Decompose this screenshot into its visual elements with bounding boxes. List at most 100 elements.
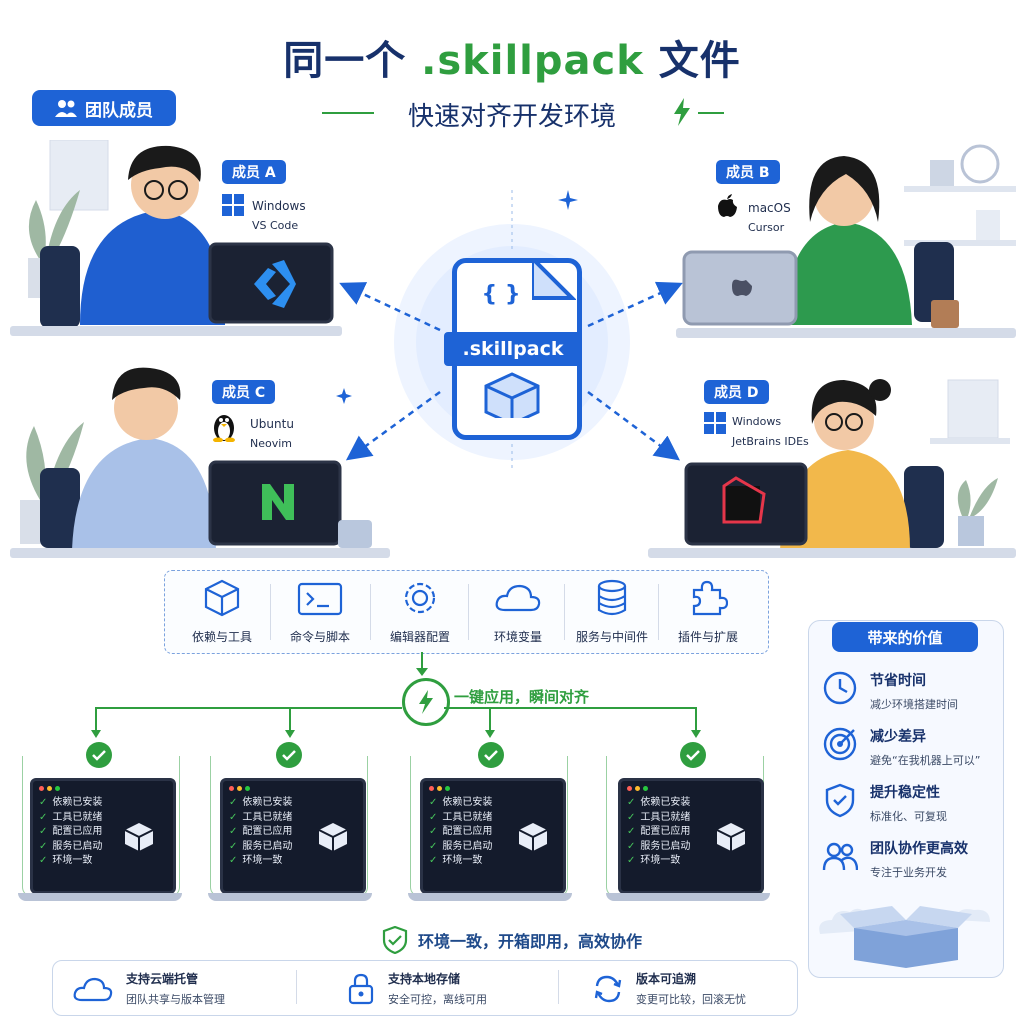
value-item-title: 节省时间 — [870, 673, 926, 689]
checklist-item: ✓工具已就绪 — [429, 811, 493, 823]
value-item-desc: 专注于业务开发 — [870, 866, 947, 879]
apply-caption: 一键应用，瞬间对齐 — [454, 688, 590, 706]
title-prefix: 同一个 — [283, 38, 422, 84]
bottom-statement-text: 环境一致，开箱即用，高效协作 — [417, 932, 642, 951]
team-members-badge: 团队成员 — [32, 90, 176, 126]
value-item-time: 节省时间减少环境搭建时间 — [822, 670, 958, 712]
lock-icon — [348, 973, 374, 1004]
member-d-os: Windows — [732, 415, 782, 428]
member-a-os: Windows — [252, 199, 306, 213]
team-badge-label: 团队成员 — [85, 100, 153, 121]
bottom-features-bar — [52, 960, 798, 1016]
linux-penguin-icon — [213, 415, 235, 442]
box-icon — [204, 579, 240, 617]
checklist-item: ✓工具已就绪 — [39, 811, 103, 823]
member-c-scene — [10, 367, 390, 558]
feature-editor-config: 编辑器配置 — [372, 578, 468, 645]
code-braces: { } — [481, 282, 521, 307]
feature-label: 命令与脚本 — [289, 630, 350, 644]
value-panel-title: 带来的价值 — [832, 622, 978, 652]
apple-icon — [718, 194, 737, 217]
checklist-item: ✓依赖已安装 — [627, 797, 691, 808]
apply-branches — [91, 707, 701, 738]
feature-label: 服务与中间件 — [575, 630, 648, 644]
refresh-icon — [594, 975, 622, 1002]
member-d-editor: JetBrains IDEs — [732, 435, 809, 448]
member-b-tag: 成员 B — [716, 160, 780, 184]
windows-icon — [222, 194, 244, 216]
bottom-item-title: 版本可追溯 — [636, 972, 697, 986]
file-corner-fold — [532, 258, 576, 300]
member-b-scene — [676, 144, 1016, 338]
title-suffix: 文件 — [643, 38, 741, 84]
feature-services: 服务与中间件 — [564, 578, 660, 645]
checklist-item: ✓服务已启动 — [627, 840, 691, 852]
terminal-icon — [297, 582, 343, 616]
member-d-scene — [648, 379, 1016, 558]
skillpack-label: .skillpack — [444, 332, 582, 366]
team-icon — [55, 100, 77, 117]
title-accent: .skillpack — [421, 38, 644, 84]
bottom-item-cloud: 支持云端托管团队共享与版本管理 — [72, 970, 225, 1007]
clock-icon — [823, 671, 857, 705]
laptop-base — [606, 893, 770, 901]
bottom-item-version: 版本可追溯变更可比较，回滚无忧 — [592, 970, 746, 1007]
member-d-tag: 成员 D — [704, 380, 769, 404]
feature-label: 插件与扩展 — [677, 630, 738, 644]
checklist-item: ✓依赖已安装 — [429, 797, 493, 808]
package-box-icon — [716, 823, 746, 851]
result-laptop-screen: ✓依赖已安装 ✓工具已就绪 ✓配置已应用 ✓服务已启动 ✓环境一致 — [420, 778, 566, 894]
check-icon — [86, 742, 112, 768]
result-laptop-screen: ✓依赖已安装 ✓工具已就绪 ✓配置已应用 ✓服务已启动 ✓环境一致 — [30, 778, 176, 894]
page-title: 同一个 .skillpack 文件 — [0, 28, 1024, 86]
feature-plugins: 插件与扩展 — [660, 578, 756, 645]
feature-divider — [564, 584, 565, 640]
check-icon — [478, 742, 504, 768]
skillpack-contents — [164, 570, 769, 654]
package-box-icon — [518, 823, 548, 851]
feature-label: 环境变量 — [493, 630, 542, 644]
bottom-item-title: 支持云端托管 — [126, 972, 199, 986]
value-item-desc: 避免“在我机器上可以” — [870, 754, 981, 767]
feature-commands: 命令与脚本 — [272, 578, 368, 645]
cloud-icon — [73, 977, 113, 1001]
laptop-base — [208, 893, 372, 901]
value-item-diff: 减少差异避免“在我机器上可以” — [822, 726, 980, 768]
checklist-item: ✓配置已应用 — [429, 826, 493, 837]
apply-button[interactable] — [402, 678, 450, 726]
value-item-title: 减少差异 — [870, 729, 926, 745]
feature-label: 编辑器配置 — [389, 630, 450, 644]
checklist-item: ✓工具已就绪 — [627, 811, 691, 823]
check-icon — [276, 742, 302, 768]
package-box-icon — [484, 372, 540, 418]
checklist-item: ✓服务已启动 — [229, 840, 293, 852]
member-b-os: macOS — [748, 201, 791, 215]
laptop-base — [18, 893, 182, 901]
feature-label: 依赖与工具 — [191, 630, 252, 644]
feature-dependencies: 依赖与工具 — [174, 578, 270, 645]
subtitle-line-left — [322, 112, 374, 114]
bottom-item-desc: 安全可控，离线可用 — [388, 993, 487, 1006]
checklist-item: ✓环境一致 — [39, 855, 93, 866]
page-subtitle: 快速对齐开发环境 — [407, 102, 616, 132]
team-icon — [822, 842, 858, 871]
bottom-item-title: 支持本地存储 — [388, 972, 461, 986]
lightning-icon — [674, 98, 690, 126]
bottom-divider — [296, 970, 297, 1004]
feature-divider — [468, 584, 469, 640]
member-c-editor: Neovim — [250, 437, 293, 450]
shield-check-icon — [825, 783, 855, 818]
value-item-stability: 提升稳定性标准化、可复现 — [822, 782, 947, 824]
checklist-item: ✓配置已应用 — [39, 826, 103, 837]
checklist-item: ✓环境一致 — [229, 855, 283, 866]
member-c-tag: 成员 C — [212, 380, 276, 404]
member-a-scene — [10, 140, 342, 336]
feature-divider — [370, 584, 371, 640]
member-a-tag: 成员 A — [222, 160, 286, 184]
member-a-editor: VS Code — [252, 219, 299, 232]
feature-env-vars: 环境变量 — [470, 578, 566, 645]
feature-divider — [658, 584, 659, 640]
checklist-item: ✓依赖已安装 — [39, 797, 103, 808]
cloud-icon — [495, 584, 541, 612]
value-item-title: 提升稳定性 — [870, 785, 940, 801]
